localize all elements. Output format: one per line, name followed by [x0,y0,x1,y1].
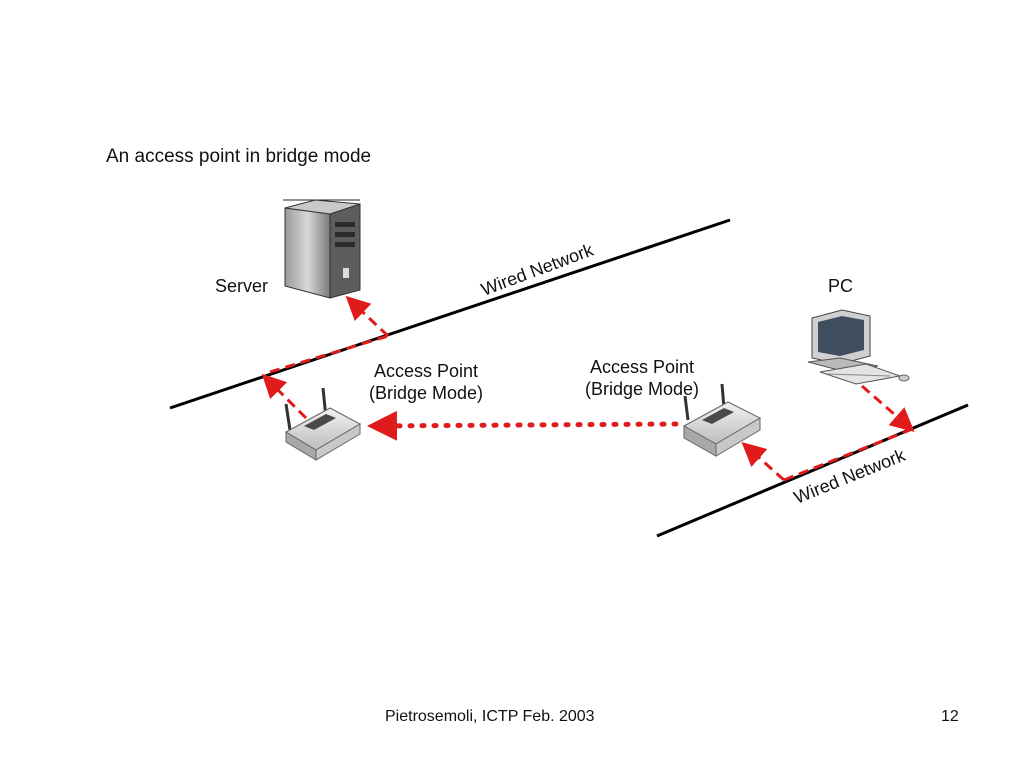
wireless-link [367,410,679,441]
pc-icon [807,309,910,385]
access-point-right-label: Access Point (Bridge Mode) [572,356,712,400]
pc-label: PC [828,276,854,296]
link-network-right-segment [783,428,911,482]
server-icon [283,199,361,299]
wired-network-bottom-line [656,403,969,538]
access-point-right-label-line1: Access Point [589,357,695,377]
access-point-left-label-line1: Access Point [373,361,479,381]
server-label: Server [215,276,269,296]
diagram-title: An access point in bridge mode [106,146,372,167]
access-point-left-icon [284,387,362,461]
footer-text: Pietrosemoli, ICTP Feb. 2003 [385,708,595,725]
link-network-to-ap-right [741,441,786,482]
link-network-to-server [345,295,390,338]
access-point-right-label-line2: (Bridge Mode) [584,379,700,399]
access-point-left-label-line2: (Bridge Mode) [368,383,484,403]
link-pc-to-network [861,384,915,432]
page-number: 12 [941,708,959,725]
access-point-left-label: Access Point (Bridge Mode) [356,360,496,404]
access-point-right-icon [682,383,762,457]
link-network-left-segment [269,334,389,374]
link-ap-left-to-network [261,373,308,420]
